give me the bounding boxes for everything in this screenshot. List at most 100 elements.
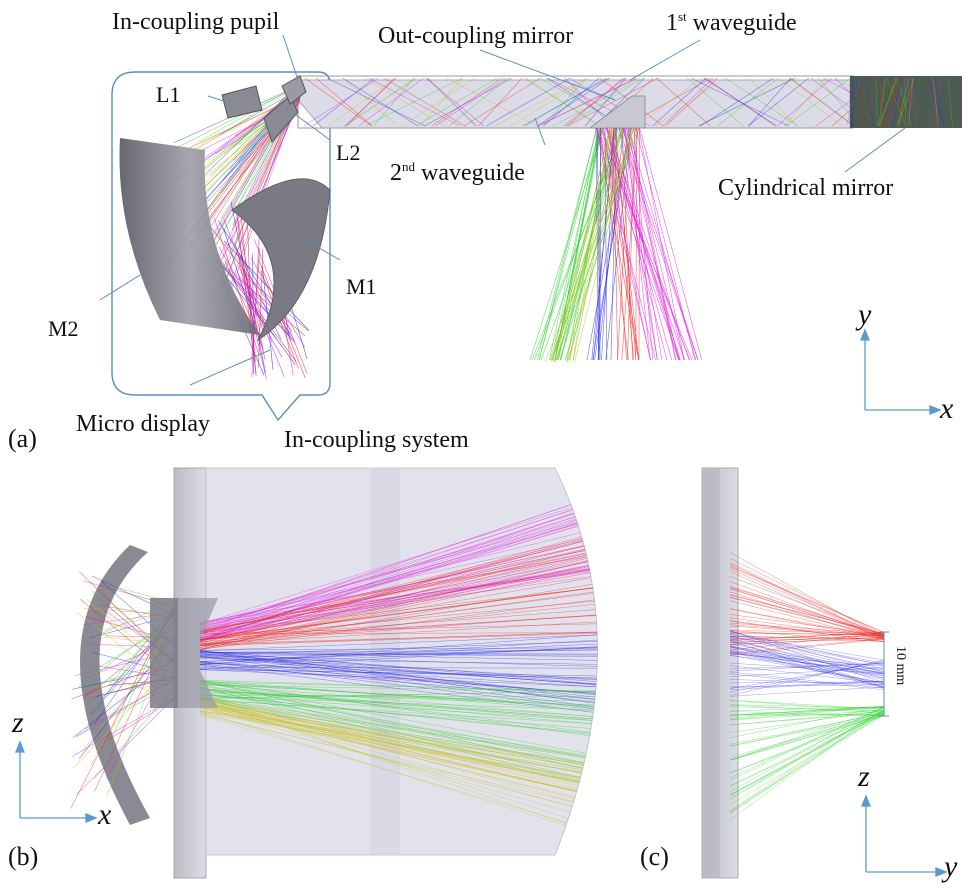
ray — [524, 77, 607, 127]
ray — [364, 77, 445, 127]
ray — [729, 638, 885, 654]
ray — [200, 503, 598, 635]
label-first-waveguide: 1st waveguide — [666, 9, 797, 36]
mirror-m1 — [231, 178, 331, 342]
ray — [169, 85, 301, 152]
ray — [729, 686, 885, 697]
ray — [565, 77, 644, 127]
ray — [76, 696, 176, 795]
ray — [729, 652, 885, 675]
ray — [729, 591, 885, 641]
ray — [200, 581, 598, 640]
ray — [729, 558, 885, 636]
ray — [729, 662, 885, 672]
ray — [729, 712, 885, 747]
ray — [200, 702, 598, 784]
ray — [200, 696, 598, 766]
ray — [724, 77, 799, 127]
ray — [729, 711, 885, 761]
ray — [729, 700, 885, 712]
ray — [729, 552, 885, 638]
ray — [200, 612, 598, 640]
ray — [557, 127, 601, 361]
ray — [729, 712, 885, 796]
ray — [635, 127, 638, 361]
ray — [464, 77, 541, 127]
ray — [729, 636, 885, 673]
ray — [729, 711, 885, 716]
lens-stack-b — [150, 598, 178, 708]
label-micro-display: Micro display — [76, 411, 210, 437]
ray — [599, 127, 629, 361]
ray — [424, 77, 512, 127]
ray — [595, 127, 599, 361]
ray — [200, 697, 598, 799]
ray — [326, 77, 426, 127]
ray — [200, 507, 598, 640]
ray — [200, 599, 598, 646]
ray — [200, 538, 598, 633]
panel-c — [701, 467, 948, 879]
panel-label-c: (c) — [640, 842, 669, 871]
label-10-mm: 10 mm — [893, 646, 908, 686]
ray — [612, 127, 619, 361]
ray — [636, 77, 702, 127]
ray — [785, 77, 851, 127]
ray — [729, 679, 885, 685]
ray — [200, 687, 598, 767]
ray — [537, 127, 597, 361]
ray — [200, 631, 598, 647]
ray — [554, 127, 611, 363]
ray — [327, 77, 397, 127]
ray — [635, 127, 696, 361]
ray — [539, 127, 598, 361]
ray — [200, 669, 598, 689]
ray — [373, 77, 415, 127]
ray — [200, 662, 598, 682]
label-in-coupling-pupil: In-coupling pupil — [112, 9, 280, 35]
ray — [729, 651, 885, 684]
ray — [729, 660, 885, 693]
ray — [729, 667, 885, 677]
ray — [486, 77, 571, 127]
ray — [639, 127, 703, 361]
ray — [554, 127, 633, 363]
ray — [729, 709, 885, 799]
ray — [200, 541, 598, 633]
ray — [200, 535, 598, 648]
ray — [729, 586, 885, 636]
ray — [200, 547, 598, 623]
ray — [200, 702, 598, 816]
ray — [662, 77, 714, 127]
ray — [729, 640, 885, 674]
ray — [200, 688, 598, 729]
ray — [729, 663, 885, 670]
ray — [933, 77, 939, 127]
panel-b-rays — [200, 480, 598, 850]
ray — [200, 504, 598, 626]
ray — [729, 707, 885, 761]
ray — [729, 630, 885, 683]
ray — [617, 127, 631, 361]
panel-label-b: (b) — [8, 842, 39, 871]
ray — [729, 709, 885, 814]
ray — [729, 643, 885, 675]
ray — [544, 127, 640, 363]
ray — [200, 714, 598, 845]
label-l1: L1 — [156, 82, 181, 107]
ray — [200, 532, 598, 640]
ray — [934, 77, 945, 127]
ray — [304, 77, 372, 127]
ray — [729, 684, 885, 687]
ray — [729, 650, 885, 671]
ray — [729, 635, 885, 643]
ray — [889, 77, 907, 127]
ray — [851, 77, 853, 127]
ray — [729, 646, 885, 670]
ray — [607, 127, 690, 361]
ray — [864, 77, 874, 127]
ray — [748, 77, 810, 127]
ray — [700, 77, 774, 127]
ray — [638, 127, 685, 361]
axis-c-z: z — [858, 760, 870, 793]
